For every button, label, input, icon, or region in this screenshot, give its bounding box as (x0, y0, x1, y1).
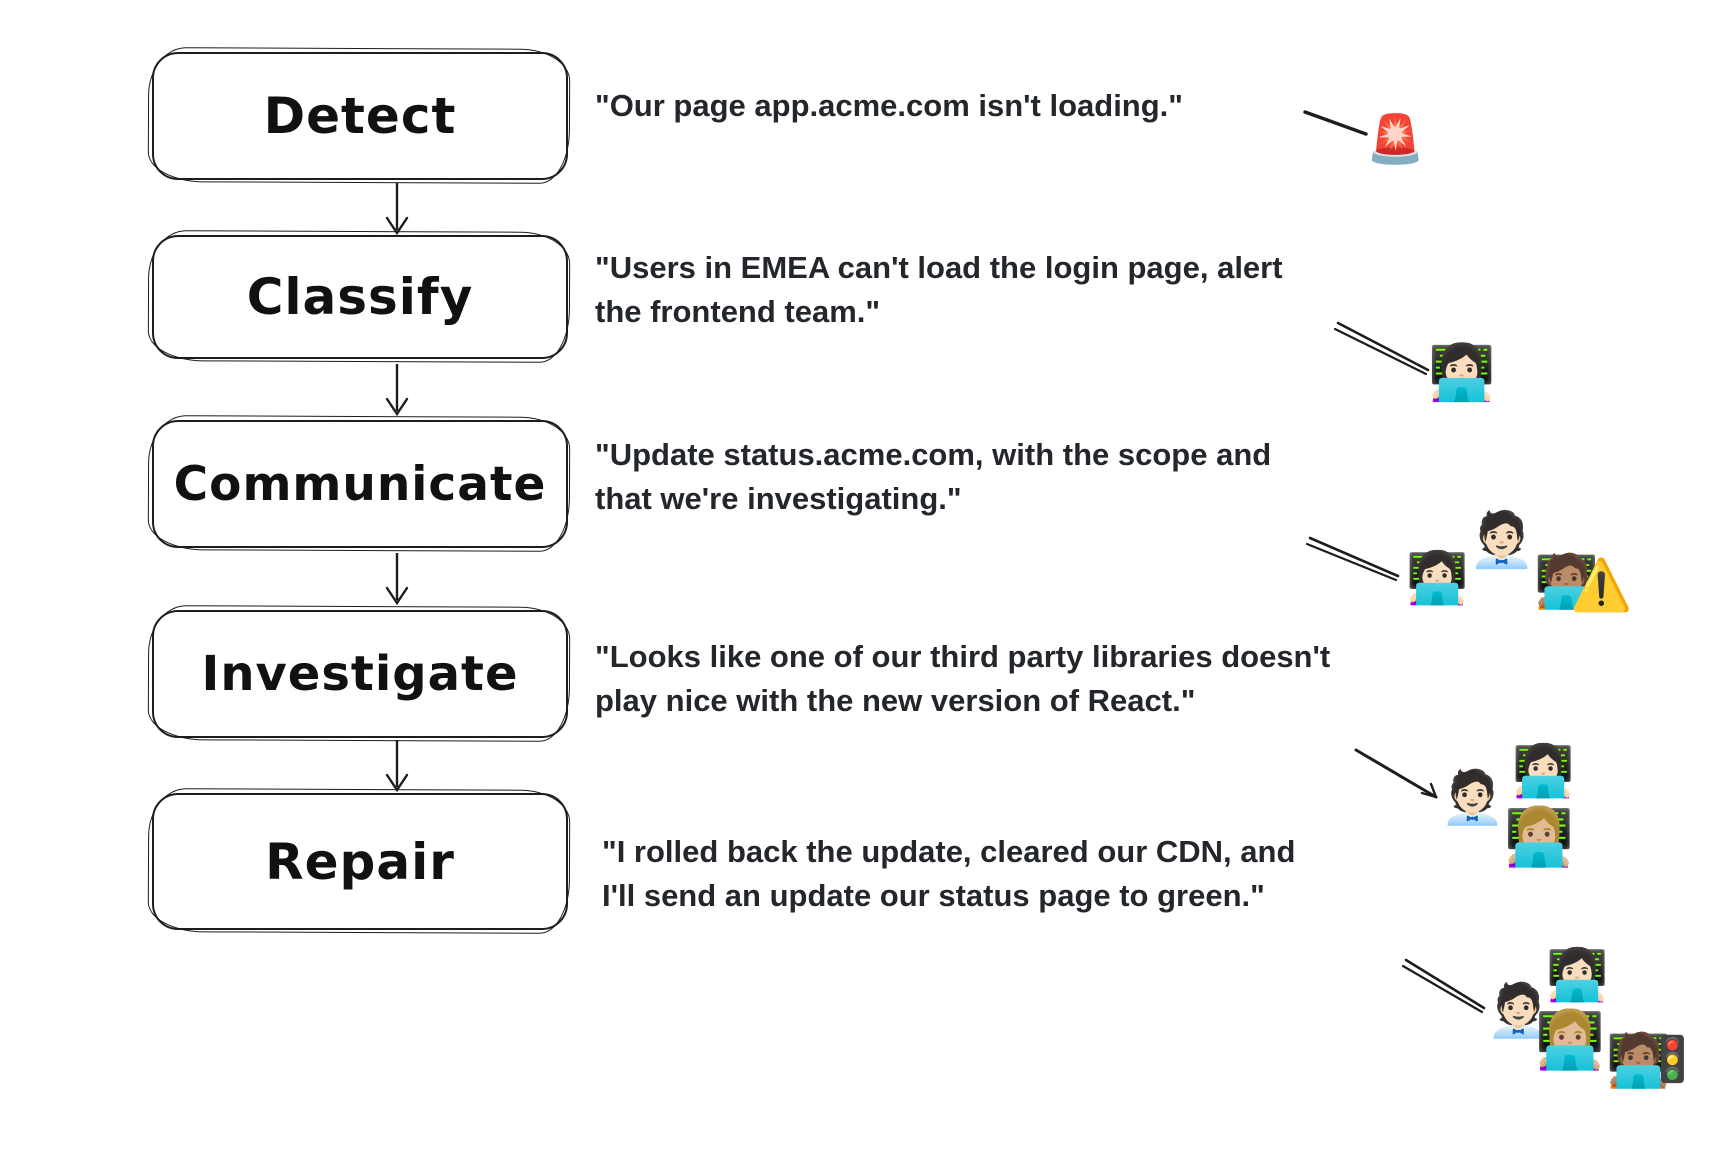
office-worker-emoji: 🧑🏻‍💼 (1440, 768, 1505, 828)
flow-box-label: Detect (263, 87, 457, 145)
office-worker-emoji: 🧑🏻‍💼 (1486, 981, 1551, 1041)
quote-line: "Our page app.acme.com isn't loading." (595, 88, 1183, 123)
woman-technologist-emoji: 👩🏻‍💻 (1406, 549, 1469, 607)
down-arrow-icon (385, 364, 409, 417)
down-arrow-icon (385, 183, 409, 235)
police-car-light-emoji: 🚨 (1366, 112, 1425, 167)
down-arrow-icon (385, 553, 409, 606)
connector-repair (1401, 958, 1486, 1014)
flow-box-label: Classify (246, 268, 474, 326)
woman-technologist-emoji: 👩🏻‍💻 (1428, 341, 1496, 404)
quote-line: "I rolled back the update, cleared our C… (602, 834, 1296, 869)
connector-classify (1333, 321, 1430, 376)
quote-line: the frontend team." (595, 294, 881, 329)
flow-box-label: Communicate (173, 456, 547, 512)
quote-repair: "I rolled back the update, cleared our C… (602, 830, 1295, 918)
flow-box-label: Investigate (201, 646, 519, 702)
warning-emoji: ⚠️ (1570, 556, 1633, 614)
woman-technologist-emoji: 👩🏻‍💻 (1546, 946, 1609, 1004)
office-worker-emoji: 🧑🏻‍💼 (1468, 508, 1536, 571)
flow-box-detect: Detect (152, 52, 568, 180)
flow-box-repair: Repair (152, 793, 568, 930)
flow-box-investigate: Investigate (152, 610, 568, 738)
flow-box-communicate: Communicate (152, 420, 568, 548)
quote-detect: "Our page app.acme.com isn't loading." (595, 84, 1183, 128)
quote-line: I'll send an update our status page to g… (602, 878, 1265, 913)
down-arrow-icon (385, 740, 409, 793)
blonde-woman-technologist-emoji: 👩🏼‍💻 (1504, 805, 1574, 870)
connector-detect (1303, 110, 1368, 136)
flow-box-classify: Classify (152, 235, 568, 359)
woman-technologist-emoji: 👩🏻‍💻 (1512, 742, 1575, 800)
quote-line: "Looks like one of our third party libra… (595, 639, 1331, 674)
quote-line: "Users in EMEA can't load the login page… (595, 250, 1283, 285)
quote-classify: "Users in EMEA can't load the login page… (595, 246, 1283, 334)
connector-investigate (1354, 748, 1438, 799)
man-technologist-medium-skin-emoji: 🧑🏽‍💻 (1606, 1031, 1671, 1091)
quote-investigate: "Looks like one of our third party libra… (595, 635, 1330, 723)
quote-line: play nice with the new version of React.… (595, 683, 1196, 718)
quote-line: "Update status.acme.com, with the scope … (595, 437, 1272, 472)
quote-communicate: "Update status.acme.com, with the scope … (595, 433, 1271, 521)
vertical-traffic-light-emoji: 🚦 (1645, 1034, 1700, 1085)
flow-box-label: Repair (265, 832, 455, 891)
connector-communicate (1305, 536, 1400, 582)
man-technologist-medium-skin-emoji: 🧑🏽‍💻 (1534, 552, 1599, 612)
quote-line: that we're investigating." (595, 481, 962, 516)
blonde-woman-technologist-emoji: 👩🏼‍💻 (1535, 1008, 1605, 1073)
